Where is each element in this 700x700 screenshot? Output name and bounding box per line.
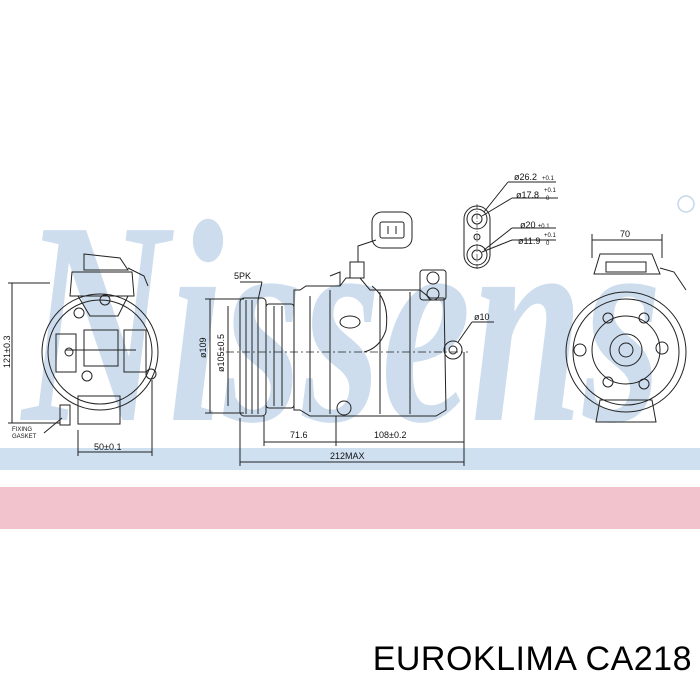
left-front-view bbox=[8, 253, 159, 456]
right-rear-view bbox=[565, 234, 687, 423]
dim-5pk: 5PK bbox=[234, 271, 251, 281]
fixing-label-1: FIXING bbox=[12, 427, 32, 433]
dim-17: ø17.8 bbox=[516, 190, 539, 200]
center-side-view bbox=[205, 211, 494, 466]
blue-band bbox=[0, 448, 700, 470]
dim-20-tol: ±0.1 bbox=[538, 224, 550, 230]
dim-50: 50±0.1 bbox=[94, 442, 121, 452]
dim-108: 108±0.2 bbox=[374, 430, 406, 440]
dim-20: ø20 bbox=[520, 220, 536, 230]
port-fitting-detail bbox=[463, 181, 558, 270]
dim-11-tol-bot: 0 bbox=[546, 241, 550, 247]
part-number-caption: EUROKLIMA CA218 bbox=[372, 640, 692, 678]
dim-212: 212MAX bbox=[330, 451, 365, 461]
dim-11: ø11.9 bbox=[518, 236, 540, 246]
dimension-labels: ø26.2 +0.1 ø17.8 +0.1 0 ø20 ±0.1 ø11.9 +… bbox=[2, 172, 630, 461]
dim-71: 71.6 bbox=[290, 430, 308, 440]
dim-17-tol-bot: 0 bbox=[546, 196, 550, 202]
dim-11-tol-top: +0.1 bbox=[544, 233, 557, 239]
fixing-label-2: GASKET bbox=[12, 434, 37, 440]
dim-121: 121±0.3 bbox=[2, 336, 12, 368]
pink-band bbox=[0, 487, 700, 529]
dim-10: ø10 bbox=[474, 312, 490, 322]
dim-26-tol: +0.1 bbox=[542, 176, 555, 182]
dim-17-tol-top: +0.1 bbox=[544, 188, 557, 194]
dim-26: ø26.2 bbox=[514, 172, 537, 182]
dim-109: ø109 bbox=[198, 337, 208, 358]
dim-70: 70 bbox=[620, 229, 630, 239]
registered-mark-icon bbox=[677, 195, 695, 213]
dim-105: ø105±0.5 bbox=[216, 334, 226, 372]
